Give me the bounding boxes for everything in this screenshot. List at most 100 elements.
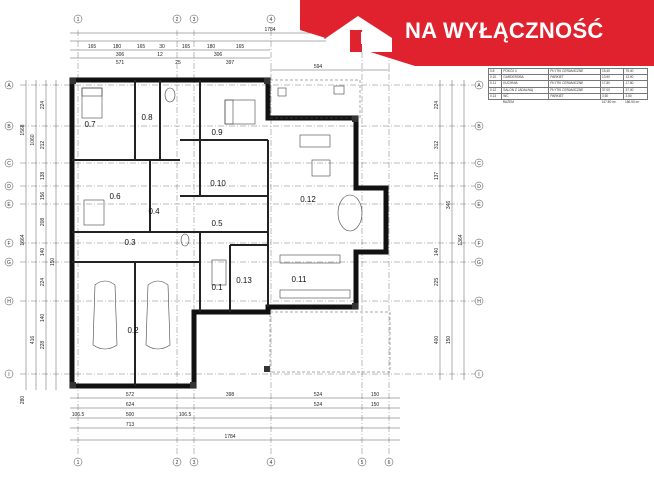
dim-top-row2: 165 [182,44,191,50]
structural-columns [70,78,358,388]
dim-left: 208 [40,218,46,227]
grid-row-label: D [477,184,481,190]
dim-bottom: 624 [126,402,135,408]
bottom-dimension-lines [70,397,400,441]
interior-walls [72,80,269,386]
grid-row-label: E [7,202,11,208]
grid-col-markers [73,14,394,467]
grid-row-label: A [7,83,11,89]
grid-row-label: G [477,260,481,266]
dim-left: 150 [50,258,56,267]
dim-top-row2: 30 [159,44,165,50]
dim-left: 212 [40,141,46,150]
dim-top-row4: 25 [175,60,181,66]
dim-bottom: 150 [371,402,380,408]
room-label-0.5: 0.5 [211,219,223,228]
dim-top-row2: 165 [137,44,146,50]
grid-axes [20,30,480,455]
dim-left: 224 [40,278,46,287]
dim-left: 228 [40,341,46,350]
grid-row-label: I [8,372,9,378]
grid-col-label: 2 [176,17,179,23]
dim-right: 1364 [458,234,464,245]
dim-top-row2: 180 [113,44,122,50]
dim-bottom: 500 [126,412,135,418]
dim-left: 1568 [20,124,26,135]
room-label-0.9: 0.9 [211,128,223,137]
grid-row-label: B [477,124,481,130]
grid-col-label: 4 [270,17,273,23]
area-table-empty-cell [489,99,502,105]
dim-bottom: 1784 [224,434,235,440]
furniture [81,85,363,350]
grid-row-label: C [477,161,481,167]
dim-top-row2: 180 [207,44,216,50]
dim-top-total: 1784 [264,27,275,33]
dim-bottom: 524 [314,392,323,398]
room-label-0.3: 0.3 [124,238,136,247]
dim-bottom: 106.5 [72,412,85,418]
dim-top-row4: 397 [226,60,235,66]
dim-bottom: 713 [126,422,135,428]
grid-col-label: 2 [176,460,179,466]
dim-right: 400 [434,336,440,345]
room-label-0.12: 0.12 [300,195,316,204]
grid-col-label: 1 [77,17,80,23]
area-table-cell-name: WC [501,92,550,100]
dim-right: 224 [434,101,440,110]
dim-left: 140 [40,314,46,323]
dim-bottom: 398 [226,392,235,398]
grid-row-label: F [7,241,10,247]
dim-left: 138 [40,172,46,181]
room-label-0.4: 0.4 [148,207,160,216]
terrace-outline [269,79,391,373]
dim-bottom: 572 [126,392,135,398]
right-dimension-lines [439,80,465,380]
exclusive-banner-text: NA WYŁĄCZNOŚĆ [405,18,604,43]
grid-col-label: 5 [361,460,364,466]
area-table-empty-cell [549,99,601,105]
grid-col-label: 1 [77,460,80,466]
grid-col-label: 3 [193,17,196,23]
grid-row-label: I [478,372,479,378]
room-label-0.11: 0.11 [292,275,308,284]
room-label-0.1: 0.1 [211,283,223,292]
dim-right: 137 [434,172,440,181]
dim-left: 224 [40,101,46,110]
dim-left: 1060 [30,134,36,145]
grid-col-label: 6 [388,460,391,466]
area-table-cell-finish: PARKIET [548,92,601,100]
grid-row-label: G [7,260,11,266]
grid-col-label: 3 [193,460,196,466]
dim-left: 140 [40,248,46,257]
dim-left: 280 [20,396,26,405]
dim-bottom: 524 [314,402,323,408]
area-table-total_vol: 186.90 m³ [624,100,640,105]
dim-bottom: 150 [371,392,380,398]
dim-top-row2: 165 [88,44,97,50]
area-table-cell-vol: 3.50 [623,92,648,100]
dim-top-594: 594 [314,64,323,70]
dim-top-row3: 306 [214,52,223,58]
dim-left: 416 [30,336,36,345]
left-dimension-lines [25,80,57,390]
room-label-0.13: 0.13 [236,276,252,285]
dim-bottom: 106.5 [179,412,192,418]
grid-row-label: H [477,299,481,305]
dim-right: 312 [434,141,440,150]
grid-row-label: H [7,299,11,305]
dim-top-row3: 12 [157,52,163,58]
dim-top-row2: 165 [236,44,245,50]
dim-right: 140 [434,248,440,257]
dim-top-row4: 571 [116,60,125,66]
dim-left: 156 [40,192,46,201]
grid-row-label: D [7,184,11,190]
dim-right: 150 [446,336,452,345]
dim-left: 1664 [20,234,26,245]
grid-row-label: B [7,124,11,130]
room-label-0.2: 0.2 [127,326,139,335]
grid-row-label: A [477,83,481,89]
